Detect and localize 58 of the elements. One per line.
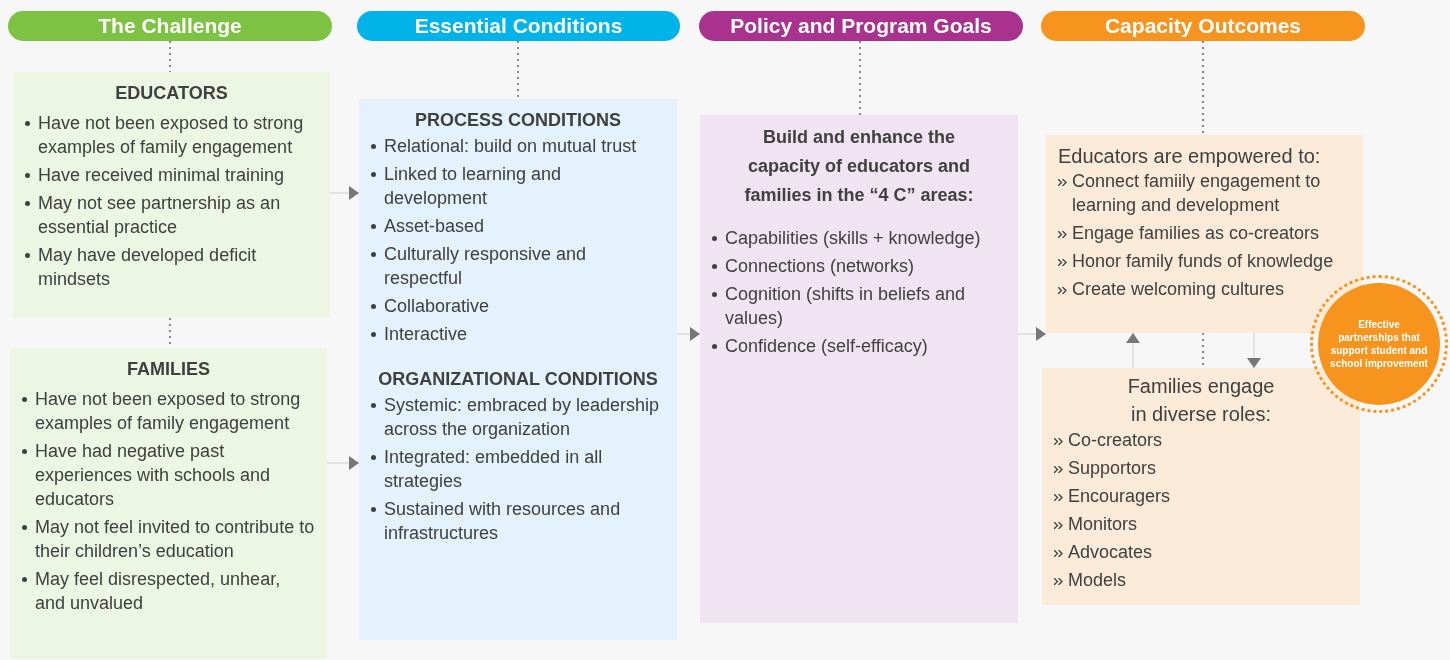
bullet-item: Sustained with resources and infrastructures <box>384 498 622 545</box>
arrow <box>676 327 701 341</box>
column-header: Capacity Outcomes <box>1041 11 1365 41</box>
bullet-item: Connect famiily engagement to learning and development <box>1072 170 1322 217</box>
bullet-item: Integrated: embedded in all strategies <box>384 446 604 493</box>
box-heading: Families engage in diverse roles: <box>1126 374 1276 427</box>
arrow <box>1126 332 1140 369</box>
bullet-item: Interactive <box>384 323 468 346</box>
box-heading: EDUCATORS <box>114 82 229 105</box>
box-heading: ORGANIZATIONAL CONDITIONS <box>377 368 659 391</box>
bullet-item: Asset-based <box>384 215 485 238</box>
column-header: Policy and Program Goals <box>699 11 1023 41</box>
dotted-connector <box>169 40 171 73</box>
dotted-connector <box>859 40 861 116</box>
bullet-item: Have had negative past experiences with schools and educators <box>35 440 272 511</box>
bullet-item: May have developed deficit mindsets <box>38 244 258 291</box>
dotted-connector <box>1202 40 1204 136</box>
bullet-item: Linked to learning and development <box>384 163 563 210</box>
bullet-item: Confidence (self-efficacy) <box>725 335 928 358</box>
arrow <box>329 186 360 200</box>
bullet-item: Have received minimal training <box>38 164 285 187</box>
box-heading: Educators are empowered to: <box>1058 144 1322 169</box>
arrow <box>1247 332 1261 369</box>
box-heading: FAMILIES <box>126 358 211 381</box>
arrow <box>1017 327 1047 341</box>
bullet-item: May feel disrespected, unhear, and unvalued <box>35 568 282 615</box>
conditions-box <box>359 99 677 640</box>
bullet-item: Honor family funds of knowledge <box>1072 250 1334 273</box>
bullet-item: May not see partnership as an essential practice <box>38 192 282 239</box>
goals-box <box>700 115 1018 623</box>
box-heading: PROCESS CONDITIONS <box>414 109 622 132</box>
bullet-item: Encouragers <box>1068 485 1171 508</box>
box-heading: Build and enhance the capacity of educators and families in the “4 C” areas: <box>743 126 975 207</box>
bullet-item: Models <box>1068 569 1127 592</box>
bullet-item: May not feel invited to contribute to their children’s education <box>35 516 315 563</box>
bullet-item: Monitors <box>1068 513 1138 536</box>
challenge-box <box>13 72 330 318</box>
challenge-box <box>10 348 327 659</box>
column-header: The Challenge <box>8 11 332 41</box>
dotted-connector <box>517 40 519 100</box>
bullet-item: Relational: build on mutual trust <box>384 135 637 158</box>
bullet-item: Supportors <box>1068 457 1157 480</box>
bullet-item: Culturally responsive and respectful <box>384 243 588 290</box>
bullet-item: Create welcoming cultures <box>1072 278 1285 301</box>
bullet-item: Capabilities (skills + knowledge) <box>725 227 981 250</box>
arrow <box>326 456 360 470</box>
bullet-item: Advocates <box>1068 541 1153 564</box>
outcome-box <box>1042 368 1360 605</box>
column-header: Essential Conditions <box>357 11 680 41</box>
bullet-item: Have not been exposed to strong examples of family engagement <box>35 388 302 435</box>
bullet-item: Co-creators <box>1068 429 1163 452</box>
bullet-item: Collaborative <box>384 295 490 318</box>
bullet-item: Systemic: embraced by leadership across the organization <box>384 394 661 441</box>
bullet-item: Cognition (shifts in beliefs and values) <box>725 283 967 330</box>
bullet-item: Connections (networks) <box>725 255 915 278</box>
circle-label: Effective partnerships that support student and school improvement <box>1330 318 1428 370</box>
bullet-item: Have not been exposed to strong examples of family engagement <box>38 112 305 159</box>
bullet-item: Engage families as co-creators <box>1072 222 1320 245</box>
